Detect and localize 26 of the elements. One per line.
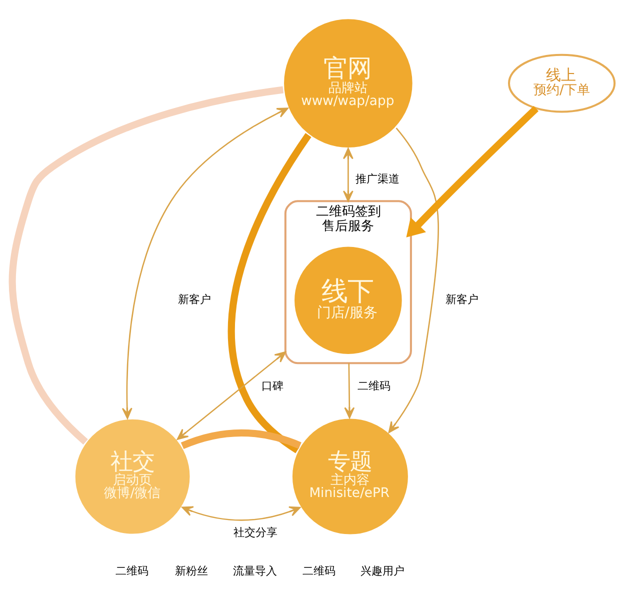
edge-label: 社交分享: [233, 526, 278, 540]
node-circle: 专题 主内容 Minisite/ePR: [290, 416, 410, 536]
edge-label: 二维码: [357, 379, 390, 392]
arrow: [176, 351, 286, 440]
arrow: [406, 106, 539, 238]
label: 新粉丝: [175, 564, 208, 578]
label: 二维码: [302, 564, 336, 578]
arrow: [182, 506, 301, 521]
edge-label: 推广渠道: [355, 172, 400, 186]
edge-label: 新客户: [178, 293, 212, 306]
connector: [228, 133, 312, 454]
label: 兴趣用户: [360, 564, 404, 578]
label: 二维码: [115, 564, 148, 578]
arrow: [122, 108, 288, 420]
arrow: [342, 148, 354, 202]
edge-label: 口碑: [262, 379, 284, 392]
node-ellipse: 线上 预约/下单: [508, 54, 616, 113]
connector: [180, 429, 302, 450]
node-circle: 社交 启动页 微博/微信: [73, 417, 192, 536]
node-circle: 线下 门店/服务: [292, 244, 404, 356]
connector: [8, 86, 284, 445]
node-circle: 官网 品牌站 www/wap/app: [282, 17, 414, 150]
arrow: [388, 128, 439, 434]
arrow: [344, 363, 355, 418]
edge-label: 新客户: [445, 293, 478, 306]
label: 流量导入: [232, 564, 277, 578]
